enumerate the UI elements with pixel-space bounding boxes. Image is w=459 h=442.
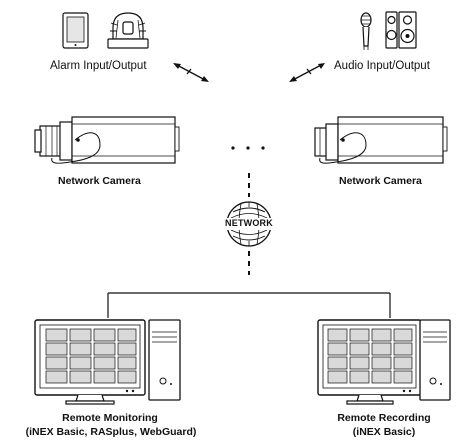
microphone-icon — [360, 12, 372, 50]
camera-left-label: Network Camera — [58, 175, 141, 187]
pc-tower-icon — [148, 319, 181, 401]
remote-monitoring-software: (iNEX Basic, RASplus, WebGuard) — [25, 426, 197, 438]
remote-monitoring-title: Remote Monitoring — [62, 412, 158, 424]
camera-right-label: Network Camera — [339, 175, 422, 187]
network-link-dots — [248, 251, 250, 275]
tablet-icon — [62, 12, 89, 49]
monitor-icon — [317, 319, 422, 405]
double-arrow-icon — [289, 63, 325, 82]
speaker-icon — [385, 11, 417, 49]
distribution-bracket — [107, 292, 391, 318]
network-link-dots — [248, 173, 250, 197]
network-camera-icon — [314, 116, 448, 164]
ellipsis-dots — [231, 146, 265, 150]
alarm-io-label: Alarm Input/Output — [50, 60, 147, 72]
double-arrow-icon — [173, 63, 209, 82]
siren-icon — [107, 12, 149, 49]
network-label: NETWORK — [225, 218, 273, 228]
pc-tower-icon — [419, 319, 451, 401]
network-camera-icon — [34, 116, 180, 164]
audio-io-label: Audio Input/Output — [334, 60, 430, 72]
monitor-icon — [34, 319, 146, 405]
remote-recording-title: Remote Recording — [337, 412, 431, 424]
network-globe-icon — [220, 201, 278, 247]
remote-recording-software: (iNEX Basic) — [352, 426, 416, 438]
